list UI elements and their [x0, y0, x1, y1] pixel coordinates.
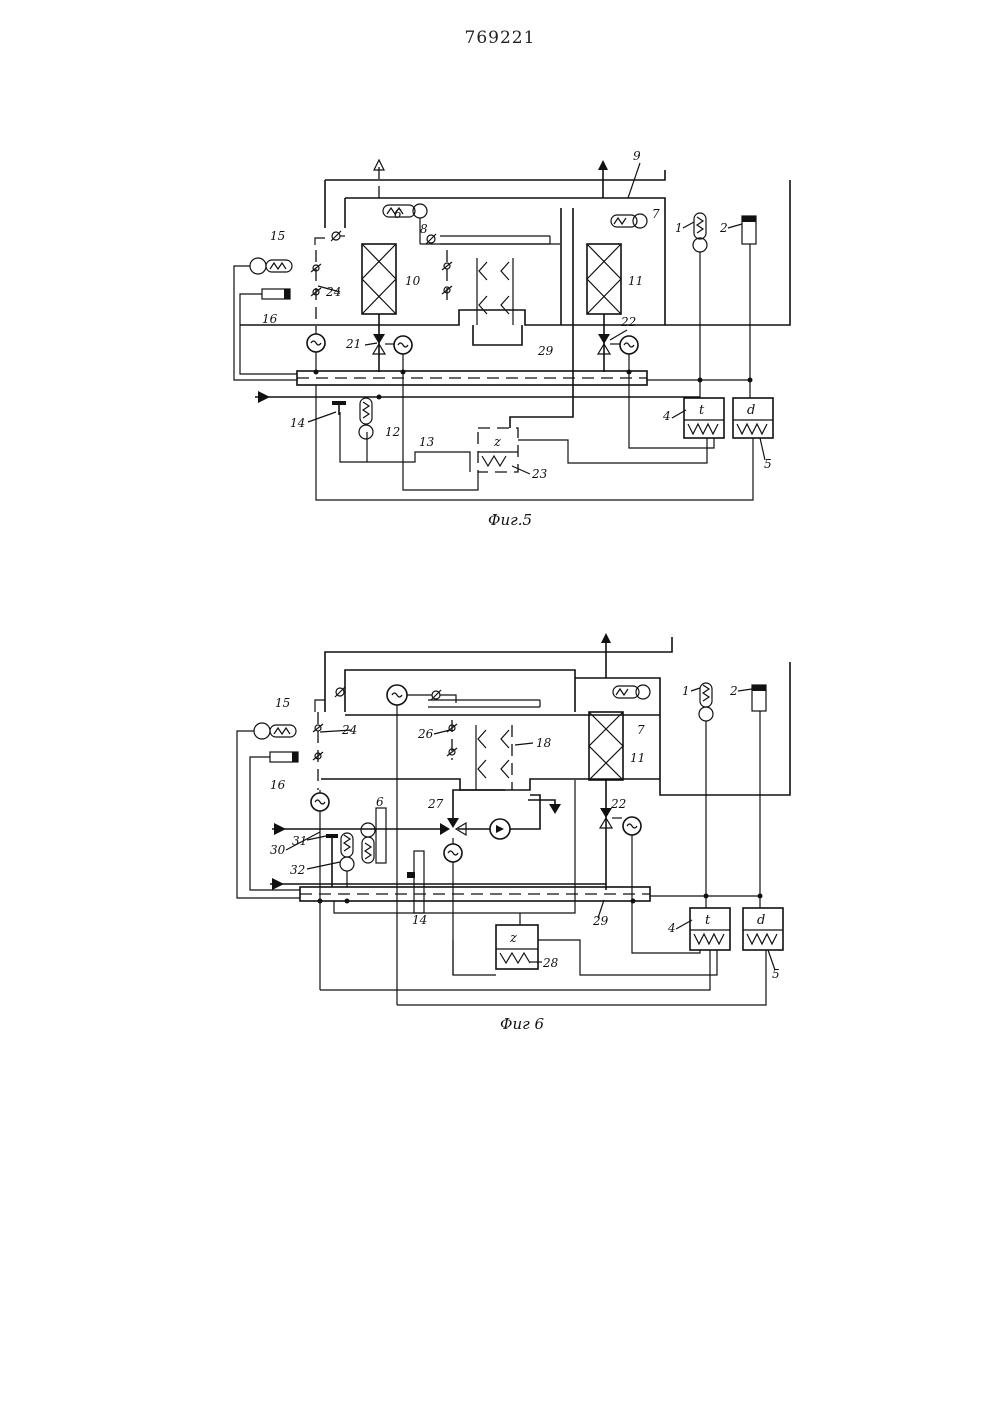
- fig6-label-14: 14: [412, 913, 427, 927]
- fig6-humidifier-18: [476, 725, 512, 790]
- fig6-dampers: [313, 687, 457, 790]
- fig6-supply-pipe-29: [270, 780, 763, 925]
- fig5-humidifier-nozzles: [477, 258, 513, 325]
- fig5-sensor-12: [359, 398, 373, 439]
- fig5-valve-22: [598, 314, 620, 372]
- fig6-pump-center: [444, 838, 496, 975]
- fig6-controller-5-letter: d: [757, 913, 765, 928]
- fig6-label-27: 27: [427, 797, 444, 811]
- fig5-label-13: 13: [419, 435, 435, 449]
- fig6-sensor-32: [340, 833, 354, 887]
- fig6-label-26: 26: [417, 727, 434, 741]
- fig6-label-32: 32: [290, 863, 305, 877]
- fig5-label-21: 21: [345, 337, 361, 351]
- fig5-controller-5: d: [733, 398, 773, 438]
- fig5-sensor-2: [742, 216, 756, 398]
- fig5-exhaust-arrows: [374, 160, 608, 198]
- fig6-controller-5: d: [743, 908, 783, 950]
- fig5-sensor-7: [611, 214, 647, 228]
- fig5-sensor-1: [693, 213, 707, 398]
- fig5-label-4: 4: [662, 409, 671, 423]
- figure-5: t d z: [234, 149, 790, 529]
- fig6-sensor-2: [752, 685, 766, 908]
- fig5-label-29: 29: [537, 344, 554, 358]
- fig5-supply-pipe-29: [255, 370, 753, 404]
- fig5-label-7: 7: [652, 207, 660, 221]
- fig5-label-10: 10: [405, 274, 421, 288]
- fig6-label-18: 18: [536, 736, 552, 750]
- fig6-label-1: 1: [682, 684, 690, 698]
- fig6-label-6: 6: [376, 795, 384, 809]
- fig6-caption: Фиг 6: [500, 1015, 544, 1033]
- fig6-label-4: 4: [667, 921, 676, 935]
- fig6-controller-28-letter: z: [509, 931, 517, 946]
- figure-6: t d z 15 16 24 26 18 6 27: [237, 633, 790, 1033]
- fig5-label-23: 23: [531, 467, 548, 481]
- fig6-sensor-14: [407, 851, 424, 913]
- fig5-heat-exchanger-10: [362, 244, 396, 314]
- fig5-label-12: 12: [385, 425, 400, 439]
- fig5-caption: Фиг.5: [488, 511, 532, 529]
- fig6-label-7: 7: [637, 723, 645, 737]
- fig6-label-29: 29: [592, 914, 609, 928]
- fig5-controller-4-letter: t: [699, 403, 705, 418]
- fig5-label-8: 8: [420, 222, 428, 236]
- fig6-sensor-31: [326, 834, 338, 887]
- fig5-label-16: 16: [262, 312, 278, 326]
- fig5-label-1: 1: [675, 221, 683, 235]
- fig5-label-11: 11: [628, 274, 643, 288]
- leader-lines: [286, 163, 775, 970]
- fig6-heat-exchanger-11: [589, 712, 623, 780]
- fig5-housing: [240, 170, 790, 345]
- fig5-controller-5-letter: d: [747, 403, 755, 418]
- fig6-label-30: 30: [270, 843, 286, 857]
- fig6-sensor-7: [613, 685, 650, 699]
- fig6-housing: [321, 637, 790, 795]
- fig5-label-15: 15: [270, 229, 285, 243]
- fig6-label-16: 16: [270, 778, 286, 792]
- fig5-label-14: 14: [290, 416, 305, 430]
- fig6-label-2: 2: [729, 684, 738, 698]
- fig5-controller-23: z: [478, 428, 518, 472]
- fig6-controller-4-letter: t: [705, 913, 711, 928]
- fig5-label-9: 9: [633, 149, 641, 163]
- fig6-label-15: 15: [275, 696, 290, 710]
- fig5-label-2: 2: [719, 221, 728, 235]
- fig5-label-6: 6: [394, 207, 402, 221]
- fig6-controller-4: t: [690, 908, 730, 950]
- fig6-label-28: 28: [542, 956, 559, 970]
- fig5-sensor-16: [240, 289, 297, 374]
- fig5-controller-23-letter: z: [493, 435, 501, 450]
- fig6-exhaust-arrow: [601, 633, 611, 678]
- fig6-sensor-6: [361, 808, 386, 863]
- fig5-controller-4: t: [684, 398, 724, 438]
- fig5-heat-exchanger-11: [587, 244, 621, 314]
- fig6-label-11: 11: [630, 751, 645, 765]
- fig6-label-22: 22: [610, 797, 626, 811]
- fig6-label-5: 5: [772, 967, 780, 981]
- fig5-dampers: [311, 231, 452, 330]
- fig5-label-22: 22: [620, 315, 636, 329]
- fig6-pump-left: [311, 790, 329, 990]
- fig6-mixing-valve-27: [272, 790, 561, 839]
